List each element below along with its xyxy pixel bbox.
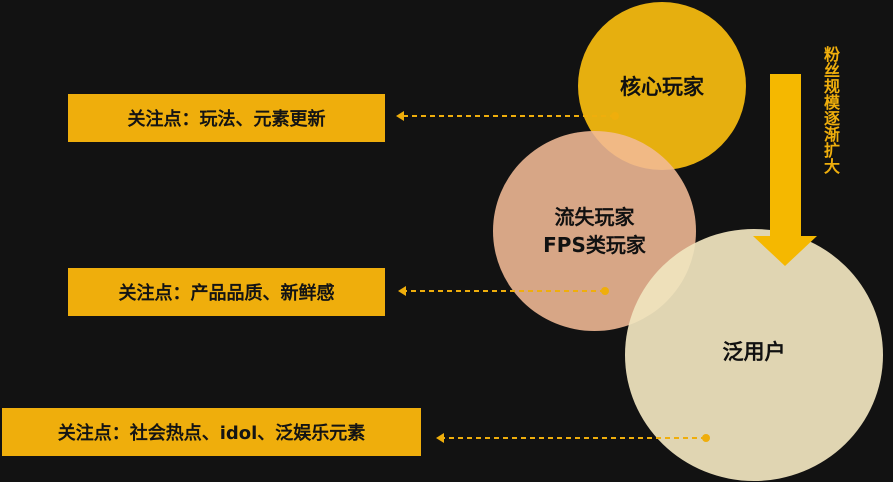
lost-players-label: 流失玩家 <box>554 205 635 229</box>
general-focus-text: 关注点：社会热点、idol、泛娱乐元素 <box>57 423 366 444</box>
general-focus-box: 关注点：社会热点、idol、泛娱乐元素 <box>2 408 421 456</box>
fan-scale-note: 粉丝规模逐渐扩大 <box>821 46 840 174</box>
lost-focus-text: 关注点：产品品质、新鲜感 <box>118 283 335 304</box>
general-users-circle: 泛用户 <box>625 229 883 481</box>
core-focus-text: 关注点：玩法、元素更新 <box>127 109 326 130</box>
core-players-label: 核心玩家 <box>620 75 704 99</box>
general-users-label: 泛用户 <box>722 340 786 364</box>
fps-players-label: FPS类玩家 <box>543 233 646 257</box>
core-focus-box: 关注点：玩法、元素更新 <box>68 94 385 142</box>
lost-focus-box: 关注点：产品品质、新鲜感 <box>68 268 385 316</box>
